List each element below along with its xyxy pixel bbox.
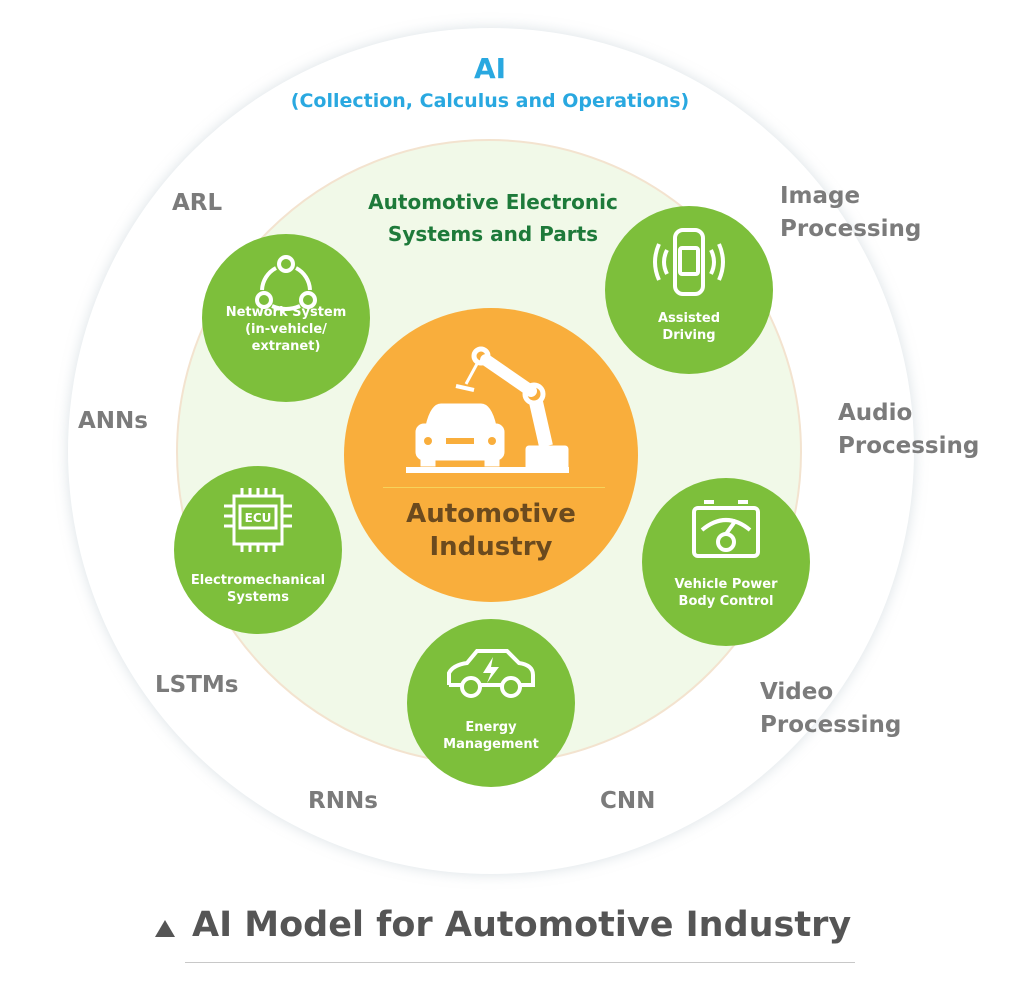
ecu-chip-icon: ECU: [224, 488, 292, 552]
technique-rnns: RNNs: [308, 788, 378, 814]
node-vehicle-power: Vehicle Power Body Control: [642, 478, 810, 646]
caption-underline: [185, 962, 855, 963]
node-energy-management: Energy Management: [407, 619, 575, 787]
core-label: Automotive Industry: [344, 498, 638, 564]
node-label: Assisted: [657, 311, 721, 326]
technique-line: Processing: [760, 712, 902, 738]
ring-title-line2: Systems and Parts: [387, 222, 599, 246]
ring-title-line1: Automotive Electronic: [368, 190, 618, 214]
technique-line: Image: [780, 183, 861, 209]
technique-line: Video: [760, 679, 834, 705]
triangle-icon: [155, 920, 175, 937]
ring-title: Automotive Electronic Systems and Parts: [300, 186, 686, 250]
technique-anns: ANNs: [78, 408, 148, 434]
electric-car-icon: [447, 649, 535, 698]
node-label: (in-vehicle/: [245, 322, 327, 337]
node-label: Management: [443, 737, 539, 752]
technique-lstms: LSTMs: [155, 672, 239, 698]
node-label: Network System: [225, 305, 347, 320]
caption: AI Model for Automotive Industry: [192, 905, 852, 945]
car-sensor-icon: [653, 228, 725, 296]
node-label: Electromechanical: [190, 573, 326, 588]
node-electromechanical: ECU Electromechanical Systems: [174, 466, 342, 634]
ai-title: AI: [473, 52, 507, 85]
automotive-industry-core: Automotive Industry: [344, 308, 638, 602]
technique-line: Processing: [780, 216, 922, 242]
core-label-line1: Automotive: [406, 499, 576, 529]
node-label: extranet): [251, 339, 321, 354]
node-label: Systems: [227, 590, 289, 605]
node-network-system: Network System (in-vehicle/ extranet): [202, 234, 370, 402]
node-assisted-driving: Assisted Driving: [605, 206, 773, 374]
ecu-chip-text: ECU: [245, 511, 272, 525]
node-label: Energy: [465, 720, 517, 735]
car-robot-arm-icon: [406, 346, 569, 473]
divider: [383, 487, 605, 488]
core-label-line2: Industry: [429, 532, 553, 562]
node-label: Body Control: [678, 594, 774, 609]
technique-line: Processing: [838, 433, 980, 459]
technique-arl: ARL: [172, 190, 223, 216]
technique-cnn: CNN: [600, 788, 656, 814]
node-label: Driving: [662, 328, 716, 343]
node-label: Vehicle Power: [674, 577, 778, 592]
technique-line: Audio: [838, 400, 913, 426]
battery-gauge-icon: [692, 500, 760, 558]
network-icon: [255, 255, 317, 311]
ai-subtitle: (Collection, Calculus and Operations): [290, 90, 690, 112]
